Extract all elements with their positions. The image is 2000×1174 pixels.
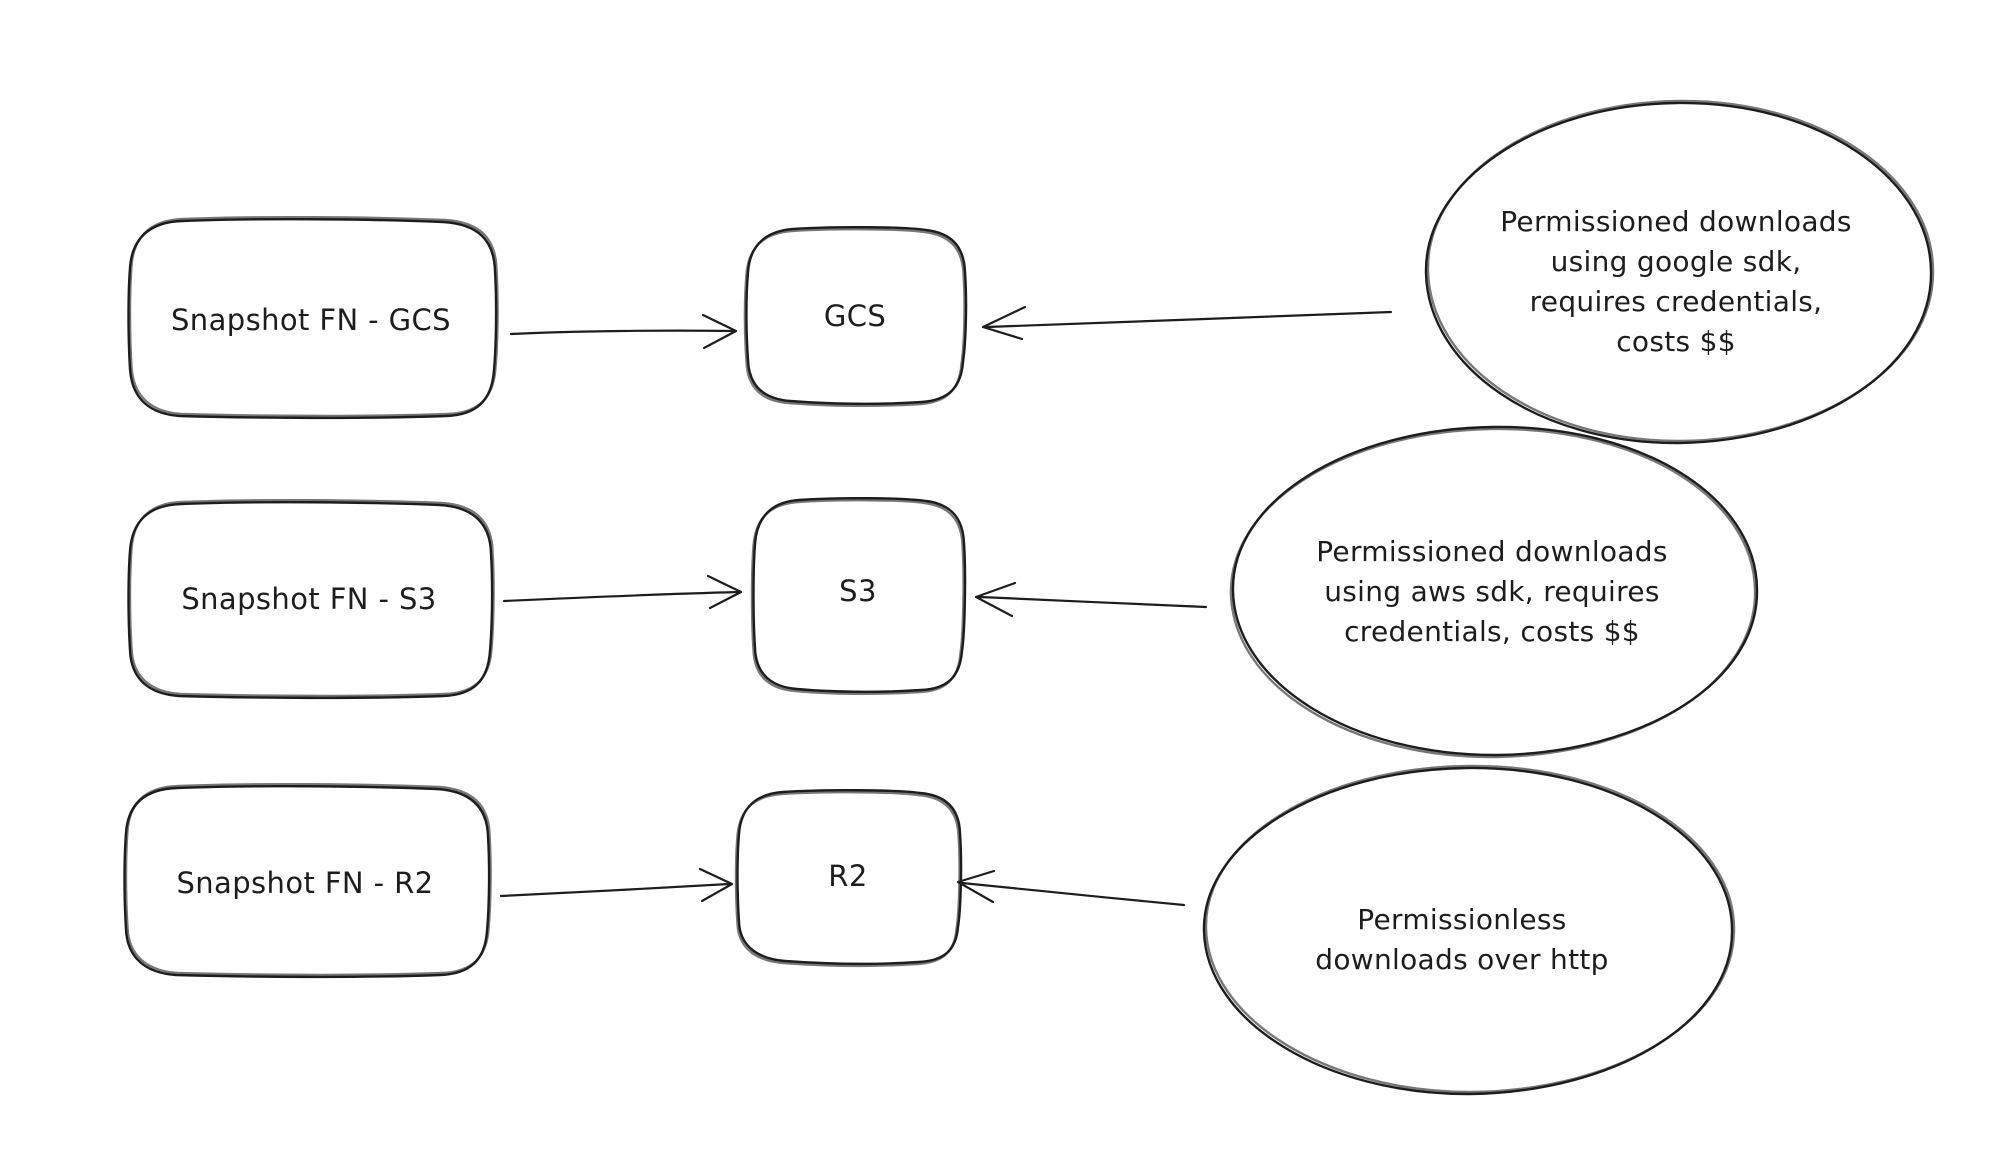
- note-label-s3: Permissioned downloads using aws sdk, re…: [1316, 532, 1668, 652]
- note-label-r2: Permissionless downloads over http: [1315, 900, 1608, 980]
- node-box-s3: [750, 496, 967, 696]
- note-ellipse-gcs: [1424, 98, 1935, 445]
- note-line: Permissioned downloads: [1500, 205, 1852, 238]
- note-line: Permissioned downloads: [1316, 535, 1668, 568]
- note-line: requires credentials,: [1529, 285, 1823, 318]
- node-label-s3: S3: [839, 574, 877, 608]
- note-line: Permissionless: [1357, 903, 1567, 936]
- note-line: costs $$: [1616, 325, 1736, 358]
- arrow-note-r2-to-r2: [956, 869, 1186, 907]
- note-line: using google sdk,: [1550, 245, 1802, 278]
- note-line: credentials, costs $$: [1344, 615, 1640, 648]
- arrow-note-gcs-to-gcs: [981, 305, 1393, 341]
- arrow-snapshot-r2-to-r2: [499, 867, 734, 903]
- node-box-gcs: [743, 225, 968, 408]
- arrow-note-s3-to-s3: [974, 581, 1208, 618]
- node-label-snapshot-fn-s3: Snapshot FN - S3: [181, 582, 437, 616]
- arrow-snapshot-s3-to-s3: [502, 574, 743, 610]
- arrow-snapshot-gcs-to-gcs: [509, 313, 738, 350]
- node-box-snapshot-fn-r2: [123, 782, 492, 979]
- node-label-snapshot-fn-gcs: Snapshot FN - GCS: [171, 303, 451, 337]
- node-box-snapshot-fn-s3: [127, 498, 495, 700]
- node-box-snapshot-fn-gcs: [127, 215, 499, 420]
- node-label-gcs: GCS: [823, 299, 887, 333]
- note-ellipse-s3: [1229, 425, 1759, 760]
- note-label-gcs: Permissioned downloads using google sdk,…: [1500, 202, 1852, 362]
- note-line: downloads over http: [1315, 943, 1609, 976]
- note-ellipse-r2: [1202, 763, 1736, 1096]
- node-label-r2: R2: [828, 859, 868, 893]
- node-box-r2: [734, 788, 963, 968]
- node-label-snapshot-fn-r2: Snapshot FN - R2: [176, 866, 434, 900]
- note-line: using aws sdk, requires: [1324, 575, 1660, 608]
